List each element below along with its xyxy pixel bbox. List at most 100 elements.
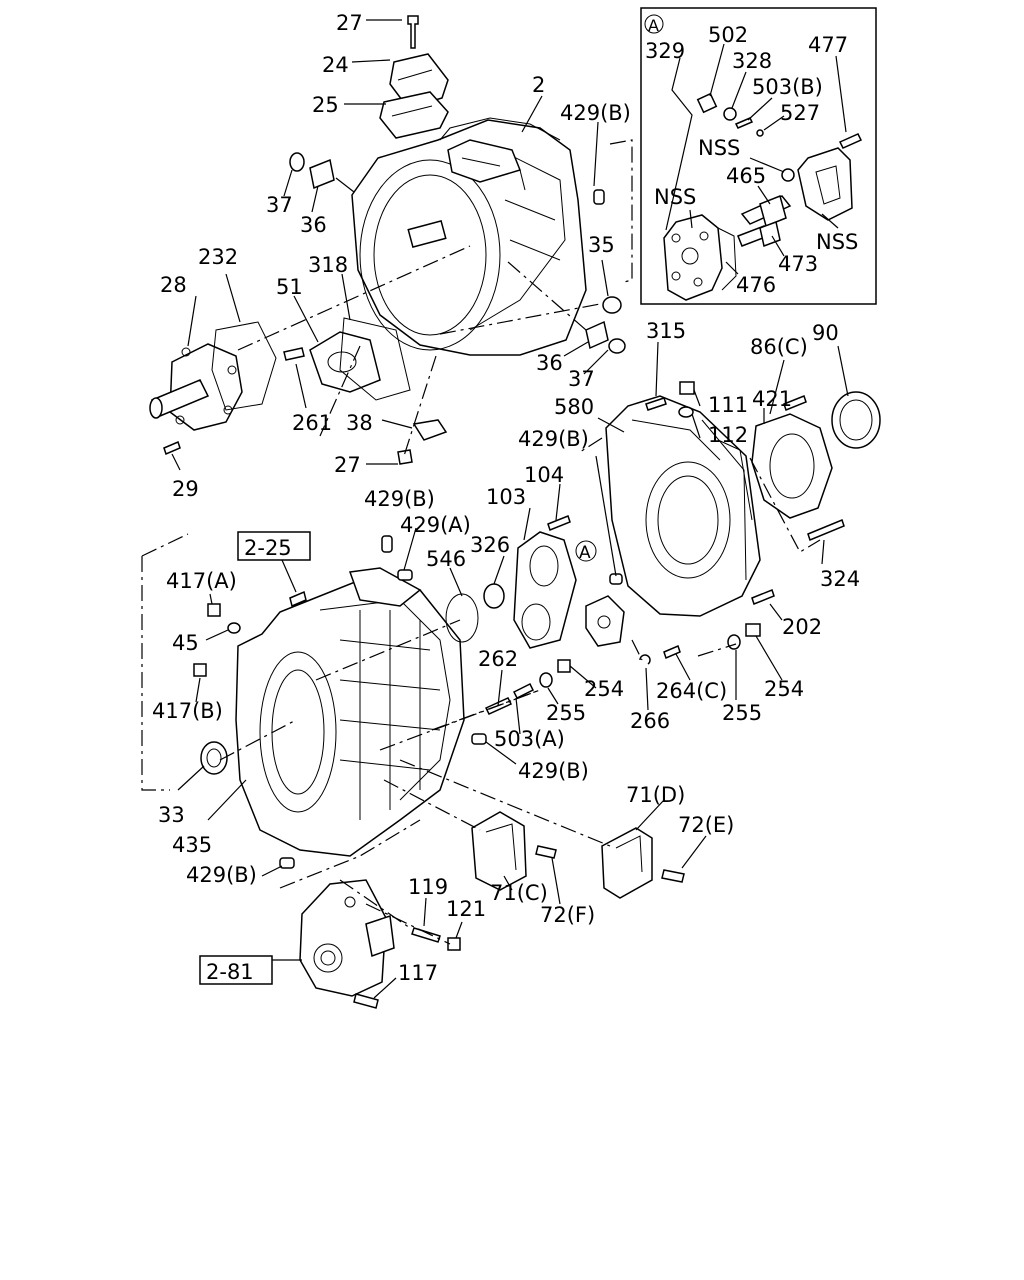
label-103: 103 — [486, 485, 526, 509]
label-473: 473 — [778, 252, 818, 276]
pump-gear-shaft — [737, 194, 792, 248]
bolt-261 — [283, 347, 305, 361]
oring-328 — [723, 107, 737, 121]
label-421: 421 — [752, 387, 792, 411]
label-104: 104 — [524, 463, 564, 487]
label-232: 232 — [198, 245, 238, 269]
label-72f: 72(F) — [540, 903, 595, 927]
dowel-429a — [397, 569, 413, 581]
label-254-right: 254 — [764, 677, 804, 701]
clip-266 — [639, 654, 651, 665]
bolt-324 — [807, 519, 845, 541]
label-264c: 264(C) — [656, 679, 727, 703]
label-71c: 71(C) — [490, 881, 548, 905]
retainer-103 — [513, 531, 577, 649]
label-71d: 71(D) — [626, 783, 685, 807]
label-266: 266 — [630, 709, 670, 733]
label-435: 435 — [172, 833, 212, 857]
label-36-left: 36 — [300, 213, 327, 237]
spring-503b — [734, 117, 754, 129]
label-261: 261 — [292, 411, 332, 435]
label-476: 476 — [736, 273, 776, 297]
label-527: 527 — [780, 101, 820, 125]
label-477: 477 — [808, 33, 848, 57]
bolt-117 — [353, 993, 379, 1009]
bolt-104 — [547, 515, 571, 531]
label-25: 25 — [312, 93, 339, 117]
bolt-417a — [207, 603, 221, 617]
label-nss-2: NSS — [654, 185, 696, 209]
label-37-left: 37 — [266, 193, 293, 217]
label-2: 2 — [532, 73, 545, 97]
inset-detail-a: A — [640, 7, 877, 305]
seal-33 — [200, 741, 228, 775]
snap-ring-546 — [445, 593, 479, 643]
label-429b-bottom: 429(B) — [186, 863, 257, 887]
ref-2-25[interactable]: 2-25 — [244, 536, 292, 560]
label-nss-3: NSS — [816, 230, 858, 254]
bolt-2-25 — [289, 590, 307, 608]
front-cover-28 — [149, 343, 243, 431]
ref-box-2-25[interactable] — [237, 531, 311, 561]
label-318: 318 — [308, 253, 348, 277]
oil-pump-a — [585, 595, 625, 647]
label-503b: 503(B) — [752, 75, 823, 99]
spring-503a — [512, 682, 535, 700]
bush-36-right — [585, 320, 609, 350]
bush-35 — [602, 296, 622, 314]
label-262: 262 — [478, 647, 518, 671]
label-112: 112 — [708, 423, 748, 447]
bolt-417b — [193, 663, 207, 677]
label-255-left: 255 — [546, 701, 586, 725]
nss-plug — [781, 168, 795, 182]
label-326: 326 — [470, 533, 510, 557]
label-38: 38 — [346, 411, 373, 435]
cover-51 — [309, 331, 381, 393]
label-315: 315 — [646, 319, 686, 343]
label-90: 90 — [812, 321, 839, 345]
label-27-top: 27 — [336, 11, 363, 35]
label-72e: 72(E) — [678, 813, 734, 837]
washer-112 — [678, 406, 694, 418]
gasket-318 — [339, 317, 411, 401]
label-202: 202 — [782, 615, 822, 639]
ref-box-2-81[interactable] — [199, 955, 273, 985]
bolt-315 — [645, 397, 667, 411]
label-503a: 503(A) — [494, 727, 565, 751]
dowel-37-right — [608, 338, 626, 354]
bolt-86c — [783, 395, 807, 411]
label-546: 546 — [426, 547, 466, 571]
label-429b-top: 429(B) — [560, 101, 631, 125]
label-429b-mid: 429(B) — [518, 427, 589, 451]
rear-housing — [605, 395, 761, 617]
label-111: 111 — [708, 393, 748, 417]
seal-326 — [483, 583, 505, 609]
cover-71d — [601, 827, 653, 899]
label-465: 465 — [726, 164, 766, 188]
label-429b-right: 429(B) — [518, 759, 589, 783]
nut-121 — [447, 937, 461, 951]
label-27-bottom: 27 — [334, 453, 361, 477]
bolt-72f — [535, 845, 557, 859]
dowel-429b-bottom — [279, 857, 295, 869]
label-580: 580 — [554, 395, 594, 419]
label-417b: 417(B) — [152, 699, 223, 723]
label-429b-left: 429(B) — [364, 487, 435, 511]
label-35: 35 — [588, 233, 615, 257]
retainer-421 — [751, 413, 833, 519]
bolt-264c — [663, 644, 681, 660]
bolt-202 — [751, 589, 775, 605]
body-marker: A — [579, 543, 591, 563]
ref-2-81[interactable]: 2-81 — [206, 960, 254, 984]
plug-111 — [679, 381, 695, 395]
label-117: 117 — [398, 961, 438, 985]
label-417a: 417(A) — [166, 569, 237, 593]
label-51: 51 — [276, 275, 303, 299]
label-121: 121 — [446, 897, 486, 921]
label-86c: 86(C) — [750, 335, 808, 359]
dowel-37-left — [289, 152, 305, 172]
oil-pump-body — [663, 214, 737, 301]
cover-71c — [471, 811, 527, 891]
oring-255-left — [539, 672, 553, 688]
